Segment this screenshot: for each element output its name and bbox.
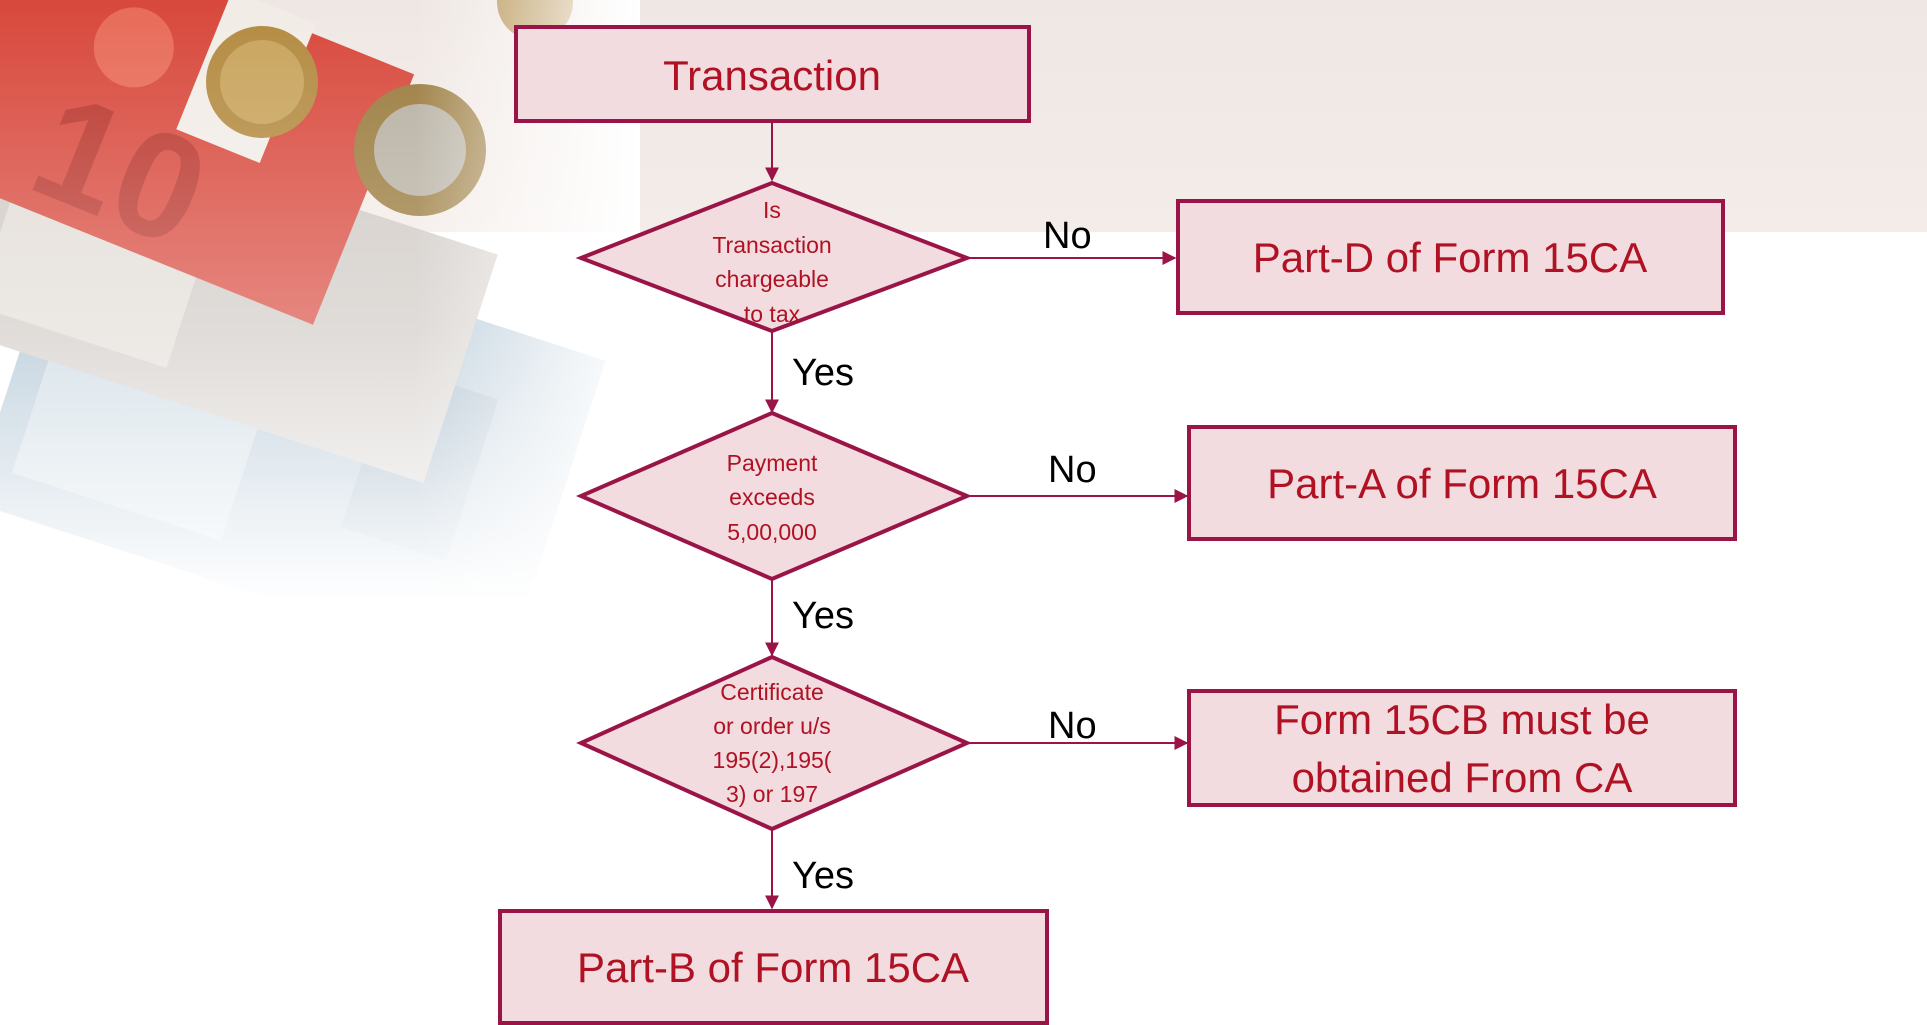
node-part-b-label: Part-B of Form 15CA	[577, 944, 969, 991]
decision-chargeable-line-4: to tax	[744, 301, 801, 327]
decision-chargeable-line-3: chargeable	[715, 266, 829, 292]
edge-label-no-3: No	[1048, 705, 1097, 747]
decision-payment-line-2: exceeds	[729, 484, 815, 510]
flow-edges	[765, 122, 1189, 910]
node-part-b: Part-B of Form 15CA	[498, 909, 1049, 1025]
node-part-a-label: Part-A of Form 15CA	[1267, 460, 1657, 507]
node-form-15cb-line-2: obtained From CA	[1292, 754, 1633, 801]
edge-label-yes-2: Yes	[792, 595, 854, 637]
edge-label-no-2: No	[1048, 449, 1097, 491]
decision-chargeable: Is Transaction chargeable to tax	[575, 180, 973, 334]
edge-label-no-1: No	[1043, 215, 1092, 257]
node-part-d-label: Part-D of Form 15CA	[1253, 234, 1647, 281]
edge-label-yes-3: Yes	[792, 855, 854, 897]
node-part-a: Part-A of Form 15CA	[1187, 425, 1737, 541]
decision-payment: Payment exceeds 5,00,000	[575, 410, 973, 582]
node-form-15cb-line-1: Form 15CB must be	[1274, 696, 1650, 743]
decision-chargeable-line-2: Transaction	[712, 232, 831, 258]
decision-certificate: Certificate or order u/s 195(2),195( 3) …	[576, 654, 972, 832]
node-part-d: Part-D of Form 15CA	[1176, 199, 1725, 315]
decision-chargeable-line-1: Is	[763, 197, 781, 223]
decision-certificate-line-2: or order u/s	[713, 713, 831, 739]
node-transaction-label: Transaction	[663, 52, 881, 99]
node-transaction: Transaction	[514, 25, 1031, 123]
decision-certificate-line-4: 3) or 197	[726, 781, 818, 807]
decision-payment-line-3: 5,00,000	[727, 519, 817, 545]
edge-label-yes-1: Yes	[792, 352, 854, 394]
node-form-15cb: Form 15CB must be obtained From CA	[1187, 689, 1737, 807]
decision-certificate-line-1: Certificate	[720, 679, 824, 705]
decision-certificate-line-3: 195(2),195(	[713, 747, 832, 773]
decision-payment-line-1: Payment	[727, 450, 818, 476]
